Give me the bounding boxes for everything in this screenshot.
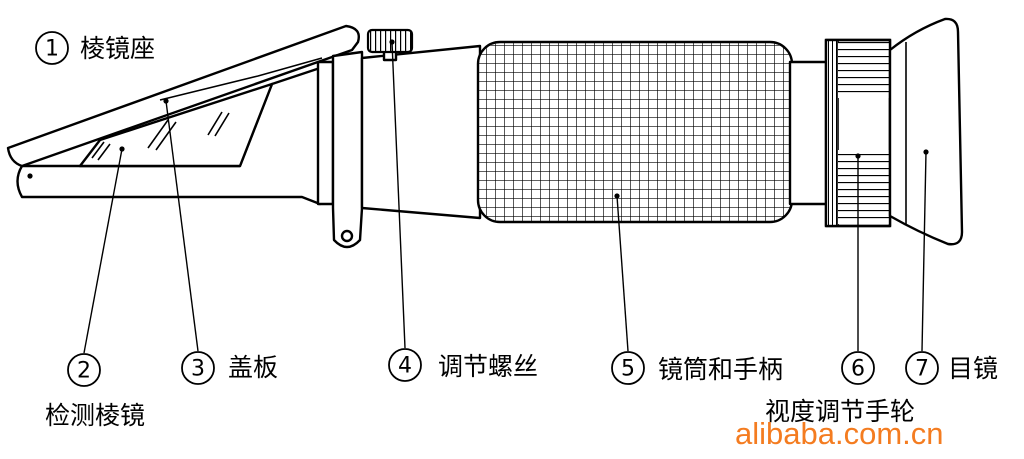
callout-label-eyepiece: 目镜: [948, 354, 998, 383]
callout-number: 1: [45, 37, 59, 62]
callout-number-circle: [611, 351, 645, 385]
clamp-hole: [340, 229, 354, 243]
callout-number-circle: [905, 351, 939, 385]
tube: [360, 44, 482, 220]
pointer-dot-5: [614, 193, 620, 199]
callout-number: 4: [398, 354, 412, 379]
callout-number: 5: [621, 357, 635, 382]
knurled-handle: [476, 40, 794, 224]
callout-4: 4 调节螺丝: [388, 348, 538, 382]
cover-plate: [6, 24, 360, 168]
callout-1: 1 棱镜座: [35, 31, 155, 65]
collar: [316, 60, 335, 206]
refractometer-drawing: [6, 17, 964, 249]
callout-number: 2: [77, 359, 91, 384]
diopter-ring-knurl-top: [838, 42, 890, 98]
callout-number-circle: [181, 351, 215, 385]
cover-plate-inner-line: [159, 57, 323, 101]
callout-label-prism-seat: 棱镜座: [80, 34, 155, 63]
pointer-dot-6: [855, 153, 861, 159]
callout-number: 3: [191, 357, 205, 382]
pointer-line-7: [921, 151, 927, 352]
callout-label-cover-plate: 盖板: [228, 353, 278, 382]
callout-3: 3 盖板: [181, 351, 278, 385]
callout-5: 5 镜筒和手柄: [611, 351, 783, 385]
pointer-line-5: [616, 195, 629, 352]
callout-number: 7: [915, 357, 929, 382]
pointer-line-4: [391, 41, 406, 349]
pointer-line-2: [83, 148, 123, 354]
diopter-ring-knurl-left: [825, 39, 839, 227]
detection-prism: [78, 82, 274, 168]
callout-number-circle: [841, 351, 875, 385]
callout-label-diopter-ring: 视度调节手轮: [765, 397, 915, 426]
diopter-ring-knurl-bottom: [838, 150, 890, 224]
pointer-lines: [27, 39, 929, 354]
pointer-dot-4: [389, 39, 395, 45]
callout-number-circle: [67, 353, 101, 387]
pointer-dot-1: [27, 173, 33, 179]
callout-number: 6: [851, 357, 865, 382]
eyepiece: [888, 17, 964, 246]
glass-glare-marks: [91, 111, 230, 161]
callout-label-adjusting-screw: 调节螺丝: [438, 352, 538, 381]
pointer-line-3: [165, 100, 199, 352]
watermark: alibaba.com.cn: [735, 416, 944, 451]
clamp-ring: [331, 50, 364, 249]
callout-2: 2 检测棱镜: [45, 353, 145, 430]
prism-seat: [16, 66, 322, 206]
pointer-dot-2: [119, 146, 125, 152]
callout-number-circle: [388, 348, 422, 382]
pointer-dot-7: [923, 149, 929, 155]
pointer-dot-3: [163, 98, 169, 104]
callout-label-detection-prism: 检测棱镜: [45, 401, 145, 430]
callout-label-tube-and-handle: 镜筒和手柄: [658, 355, 783, 384]
callout-6: 6 视度调节手轮: [765, 351, 915, 426]
neck: [788, 60, 830, 206]
callout-number-circle: [35, 31, 69, 65]
callout-7: 7 目镜: [905, 351, 998, 385]
